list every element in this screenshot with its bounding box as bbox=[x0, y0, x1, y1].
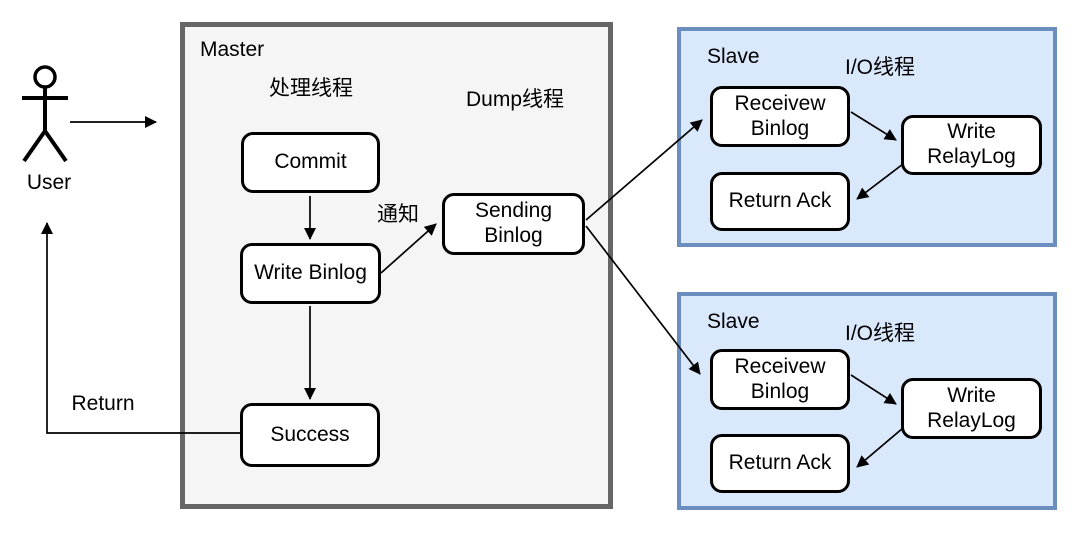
slave2-node-return-ack: Return Ack bbox=[710, 434, 850, 493]
slave2-node-receive-binlog: Receivew Binlog bbox=[710, 349, 850, 410]
slave2-write-relaylog-line2: RelayLog bbox=[927, 408, 1016, 432]
slave1-write-relaylog-line2: RelayLog bbox=[927, 145, 1016, 168]
slave2-title: Slave bbox=[707, 310, 760, 333]
dump-thread-label: Dump线程 bbox=[465, 88, 565, 111]
slave1-receive-binlog-line1: Receivew bbox=[734, 91, 826, 115]
slave1-title: Slave bbox=[707, 45, 760, 68]
slave2-return-ack-label: Return Ack bbox=[728, 451, 832, 475]
node-success-label: Success bbox=[270, 422, 350, 446]
slave1-receive-binlog-line2: Binlog bbox=[750, 116, 810, 140]
node-commit-label: Commit bbox=[274, 150, 347, 174]
slave1-return-ack-label: Return Ack bbox=[728, 189, 832, 213]
slave2-receive-binlog-line1: Receivew bbox=[734, 354, 826, 378]
node-commit: Commit bbox=[241, 132, 380, 193]
process-thread-label: 处理线程 bbox=[269, 77, 353, 100]
master-title: Master bbox=[200, 38, 265, 61]
slave1-write-relaylog-line1: Write bbox=[947, 120, 996, 144]
slave1-node-write-relaylog: Write RelayLog bbox=[901, 115, 1042, 175]
slave1-node-receive-binlog: Receivew Binlog bbox=[710, 86, 850, 147]
slave2-io-thread-label: I/O线程 bbox=[845, 322, 916, 345]
slave1-node-return-ack: Return Ack bbox=[710, 172, 850, 231]
user-actor-icon bbox=[22, 65, 68, 163]
slave1-io-thread-label: I/O线程 bbox=[845, 56, 916, 79]
node-write-binlog-label: Write Binlog bbox=[254, 261, 367, 285]
slave2-write-relaylog-line1: Write bbox=[947, 383, 996, 407]
node-sending-binlog-line1: Sending bbox=[474, 199, 553, 223]
slave2-receive-binlog-line2: Binlog bbox=[750, 379, 810, 403]
node-success: Success bbox=[240, 403, 380, 467]
node-sending-binlog: Sending Binlog bbox=[442, 193, 585, 255]
slave2-node-write-relaylog: Write RelayLog bbox=[901, 378, 1042, 439]
return-edge-label: Return bbox=[71, 392, 135, 415]
node-write-binlog: Write Binlog bbox=[240, 243, 381, 304]
user-label: User bbox=[26, 171, 72, 194]
node-sending-binlog-line2: Binlog bbox=[484, 224, 543, 247]
notify-edge-label: 通知 bbox=[377, 203, 419, 226]
